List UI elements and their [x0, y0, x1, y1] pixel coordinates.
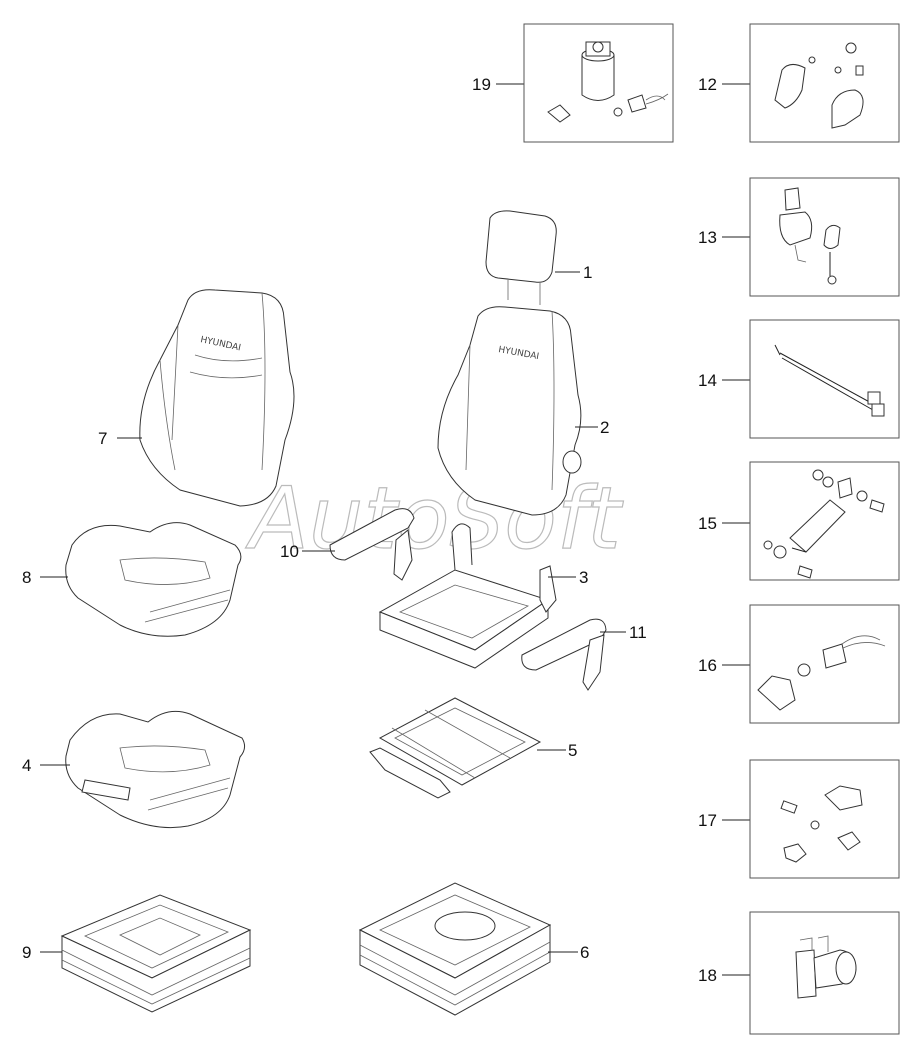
callout-17: 17: [698, 811, 717, 830]
part-1-headrest: [485, 210, 557, 305]
callout-5: 5: [568, 741, 577, 760]
part-5-slide-rail: [369, 697, 542, 799]
part-12-box: [749, 23, 900, 143]
part-9-suspension-base: [60, 894, 252, 1013]
callout-8: 8: [22, 568, 31, 587]
callout-3: 3: [579, 568, 588, 587]
part-8-seat-cushion: [65, 522, 242, 637]
callout-labels: 1 2 3 4 5 6 7 8 9 10 11 12 13 14 15 16 1…: [22, 75, 717, 985]
part-16-box: [749, 604, 900, 724]
callout-1: 1: [583, 263, 592, 282]
callout-10: 10: [280, 542, 299, 561]
part-2-backrest-assembly: HYUNDAI: [437, 306, 582, 516]
part-6-suspension-assembly: [358, 882, 552, 1016]
callout-14: 14: [698, 371, 717, 390]
callout-7: 7: [98, 429, 107, 448]
callout-13: 13: [698, 228, 717, 247]
part-11-armrest-right: [521, 618, 607, 691]
callout-6: 6: [580, 943, 589, 962]
part-10-armrest-left: [329, 508, 415, 581]
part-18-box: [749, 911, 900, 1035]
part-4-seat-cushion-base: [65, 710, 246, 829]
callout-12: 12: [698, 75, 717, 94]
part-13-box: [749, 177, 900, 297]
leader-lines: [40, 83, 750, 976]
part-14-box: [749, 319, 900, 439]
callout-9: 9: [22, 943, 31, 962]
part-7-backrest-cover: HYUNDAI: [139, 289, 295, 507]
part-3-seat-frame: [378, 523, 557, 669]
callout-18: 18: [698, 966, 717, 985]
part-15-box: [749, 461, 900, 581]
callout-19: 19: [472, 75, 491, 94]
callout-2: 2: [600, 418, 609, 437]
callout-4: 4: [22, 756, 31, 775]
part-19-box: [523, 23, 674, 143]
callout-16: 16: [698, 656, 717, 675]
callout-15: 15: [698, 514, 717, 533]
callout-11: 11: [629, 623, 647, 642]
part-17-box: [749, 759, 900, 879]
